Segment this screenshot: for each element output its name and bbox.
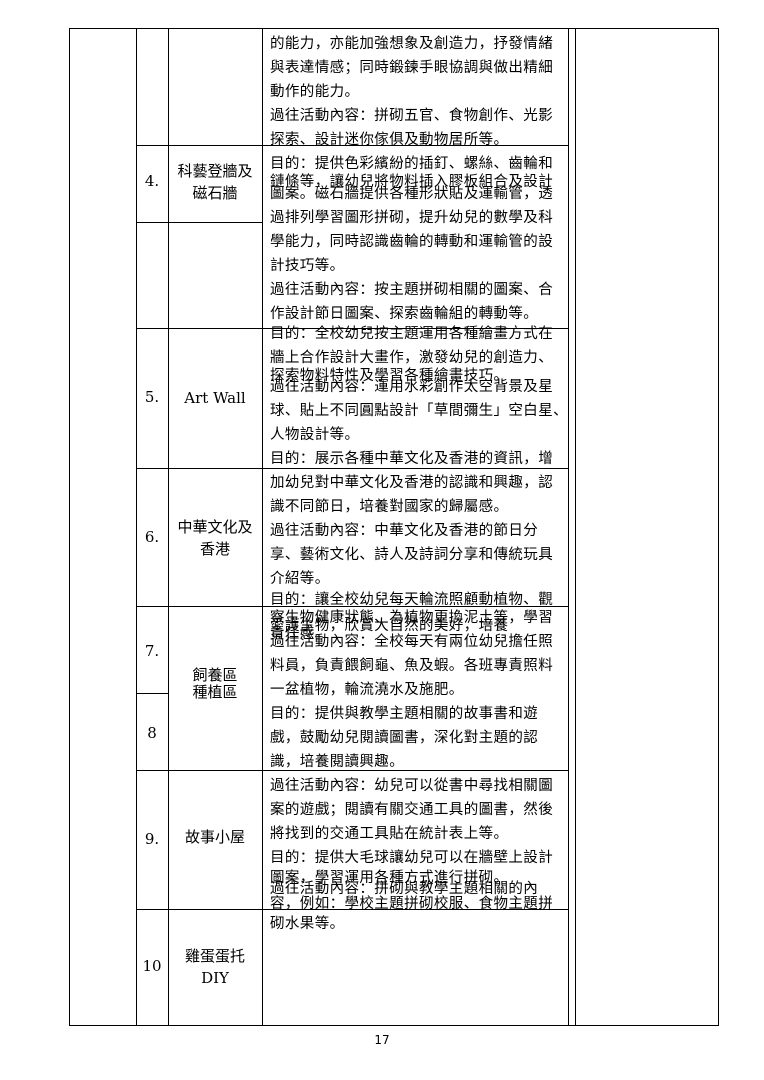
content-line: 的能力，亦能加強想象及創造力，抒發情緒 — [270, 36, 554, 52]
content-line: 過往活動內容：拼砌五官、食物創作、光影 — [270, 108, 554, 124]
table-top-border — [69, 28, 719, 29]
row-divider — [136, 693, 168, 694]
content-line: 探索物料特性及學習各種繪畫技巧。 — [270, 368, 509, 384]
content-line: 砌水果等。 — [270, 916, 345, 932]
area-name: 雞蛋蛋托 DIY — [184, 947, 245, 987]
area-name: 中華文化及 香港 — [177, 518, 253, 558]
column-divider-content — [262, 28, 263, 1025]
content-line: 球、貼上不同圓點設計「草間彌生」空白星、 — [270, 403, 568, 419]
content-line: 享、藝術文化、詩人及詩詞分享和傳統玩具 — [270, 547, 554, 563]
column-divider-content-right — [568, 28, 569, 1025]
table-border-right — [718, 28, 719, 1025]
area-name: 故事小屋 — [184, 828, 245, 846]
content-line: 過往活動內容：按主題拼砌相關的圖案、合 — [270, 282, 554, 298]
area-name: 飼養區 種植區 — [192, 666, 238, 701]
row-divider — [136, 909, 568, 910]
row-number: 7. — [144, 642, 160, 660]
content-line: 過往活動內容：運用水彩創作太空背景及星 — [270, 379, 554, 395]
page-number: 17 — [374, 1033, 390, 1047]
row-number: 6. — [144, 528, 160, 546]
content-line: 過往活動內容：全校每天有兩位幼兒擔任照 — [270, 634, 554, 650]
content-line: 與表達情感；同時鍛鍊手眼協調與做出精細 — [270, 60, 554, 76]
area-name: Art Wall — [184, 389, 246, 407]
row-divider — [136, 145, 568, 146]
row-number: 9. — [144, 830, 160, 848]
column-divider-name — [168, 28, 169, 1025]
row-number: 4. — [144, 172, 160, 190]
content-line: 一盆植物，輪流澆水及施肥。 — [270, 682, 464, 698]
content-line: 加幼兒對中華文化及香港的認識和興趣，認 — [270, 475, 554, 491]
content-line: 戲，鼓勵幼兒閱讀圖書，深化對主題的認 — [270, 730, 539, 746]
content-line: 目的：全校幼兒按主題運用各種繪畫方式在 — [270, 326, 554, 342]
content-line: 料員，負責餵飼龜、魚及蝦。各班專責照料 — [270, 658, 554, 674]
content-line: 鏈條等，讓幼兒將物料插入膠板組合及設計 — [270, 174, 554, 190]
content-line: 介紹等。 — [270, 571, 330, 587]
content-line: 作設計節日圖案、探索齒輪組的轉動等。 — [270, 306, 539, 322]
row-divider — [136, 606, 568, 607]
content-line: 學能力，同時認識齒輪的轉動和運輸管的設 — [270, 234, 554, 250]
content-line: 過往活動內容：幼兒可以從書中尋找相關圖 — [270, 778, 554, 794]
content-line: 容，例如：學校主題拼砌校服、食物主題拼 — [270, 896, 554, 912]
content-line: 將找到的交通工具貼在統計表上等。 — [270, 826, 509, 842]
table-bottom-border — [69, 1025, 719, 1026]
row-number: 8 — [147, 724, 157, 742]
table-border-left — [69, 28, 70, 1025]
content-line: 圖案。磁石牆提供各種形狀貼及運輸管，透 — [270, 186, 554, 202]
row-divider — [136, 770, 568, 771]
row-divider — [136, 328, 568, 329]
content-line: 過排列學習圖形拼砌，提升幼兒的數學及科 — [270, 210, 554, 226]
content-line: 計技巧等。 — [270, 258, 345, 274]
row-number: 10 — [142, 957, 162, 975]
content-line: 探索、設計迷你傢俱及動物居所等。 — [270, 132, 509, 148]
row-number: 5. — [144, 388, 160, 406]
content-line: 目的：讓全校幼兒每天輪流照顧動植物、觀 — [270, 592, 554, 608]
column-divider-number — [136, 28, 137, 1025]
content-line: 目的：提供與教學主題相關的故事書和遊 — [270, 706, 539, 722]
content-line: 人物設計等。 — [270, 427, 360, 443]
content-line: 責任感。 — [270, 626, 330, 642]
content-line: 過往活動內容：拼砌與教學主題相關的內 — [270, 881, 539, 897]
content-line: 動作的能力。 — [270, 84, 360, 100]
content-line: 愛護生物，欣賞大自然的美好，培養 — [270, 618, 509, 634]
content-line: 過往活動內容：中華文化及香港的節日分 — [270, 523, 539, 539]
content-line: 案的遊戲；閱讀有關交通工具的圖書，然後 — [270, 802, 554, 818]
content-line: 目的：提供大毛球讓幼兒可以在牆壁上設計 — [270, 850, 554, 866]
content-line: 識，培養閱讀興趣。 — [270, 754, 405, 770]
area-name: 科藝登牆及 磁石牆 — [177, 162, 253, 202]
row-divider — [136, 468, 568, 469]
column-divider-last — [575, 28, 576, 1025]
content-line: 圖案，學習運用各種方式進行拼砌。 — [270, 870, 509, 886]
content-line: 牆上合作設計大畫作，激發幼兒的創造力、 — [270, 350, 554, 366]
content-line: 目的：提供色彩繽紛的插釘、螺絲、齒輪和 — [270, 156, 554, 172]
content-line: 識不同節日，培養對國家的歸屬感。 — [270, 499, 509, 515]
row-divider — [136, 222, 262, 223]
content-line: 目的：展示各種中華文化及香港的資訊，增 — [270, 451, 554, 467]
content-line: 察生物健康狀態、為植物更換泥土等，學習 — [270, 610, 554, 626]
